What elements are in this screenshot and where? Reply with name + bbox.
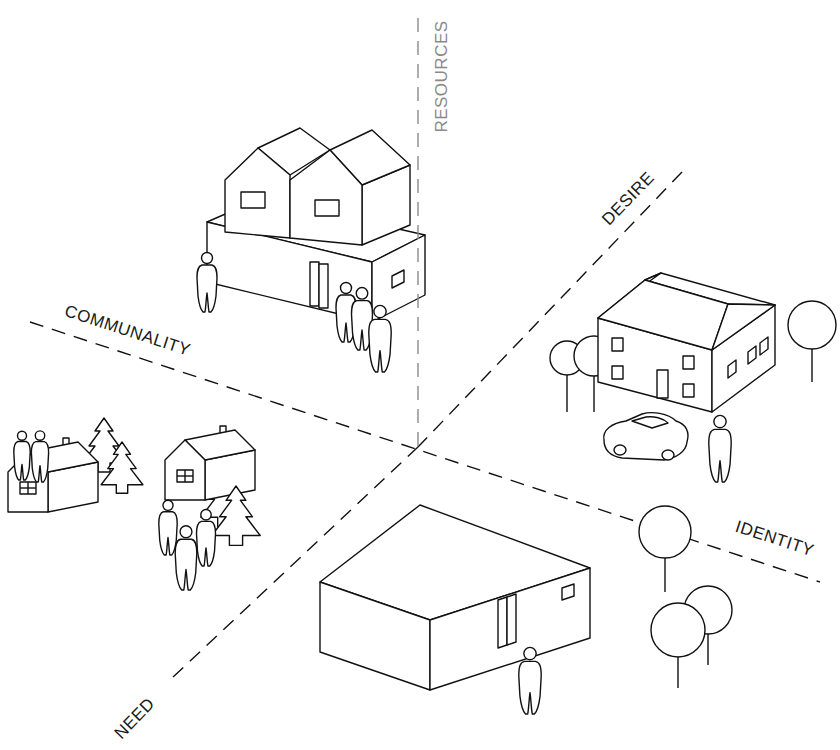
- axis-label-desire: DESIRE: [599, 168, 657, 227]
- axis-label-resources: RESOURCES: [433, 20, 450, 132]
- axis-label-need: NEED: [112, 694, 158, 741]
- resources-axis: [417, 18, 418, 447]
- bungalow: [320, 505, 732, 714]
- stacked-houses: [207, 128, 425, 322]
- cabins: [8, 418, 260, 590]
- axis-label-identity: IDENTITY: [734, 517, 817, 558]
- detached-house: [550, 273, 836, 482]
- axis-label-communality: COMMUNALITY: [63, 302, 193, 359]
- axis-lines: [30, 172, 820, 678]
- people-top: [197, 253, 391, 373]
